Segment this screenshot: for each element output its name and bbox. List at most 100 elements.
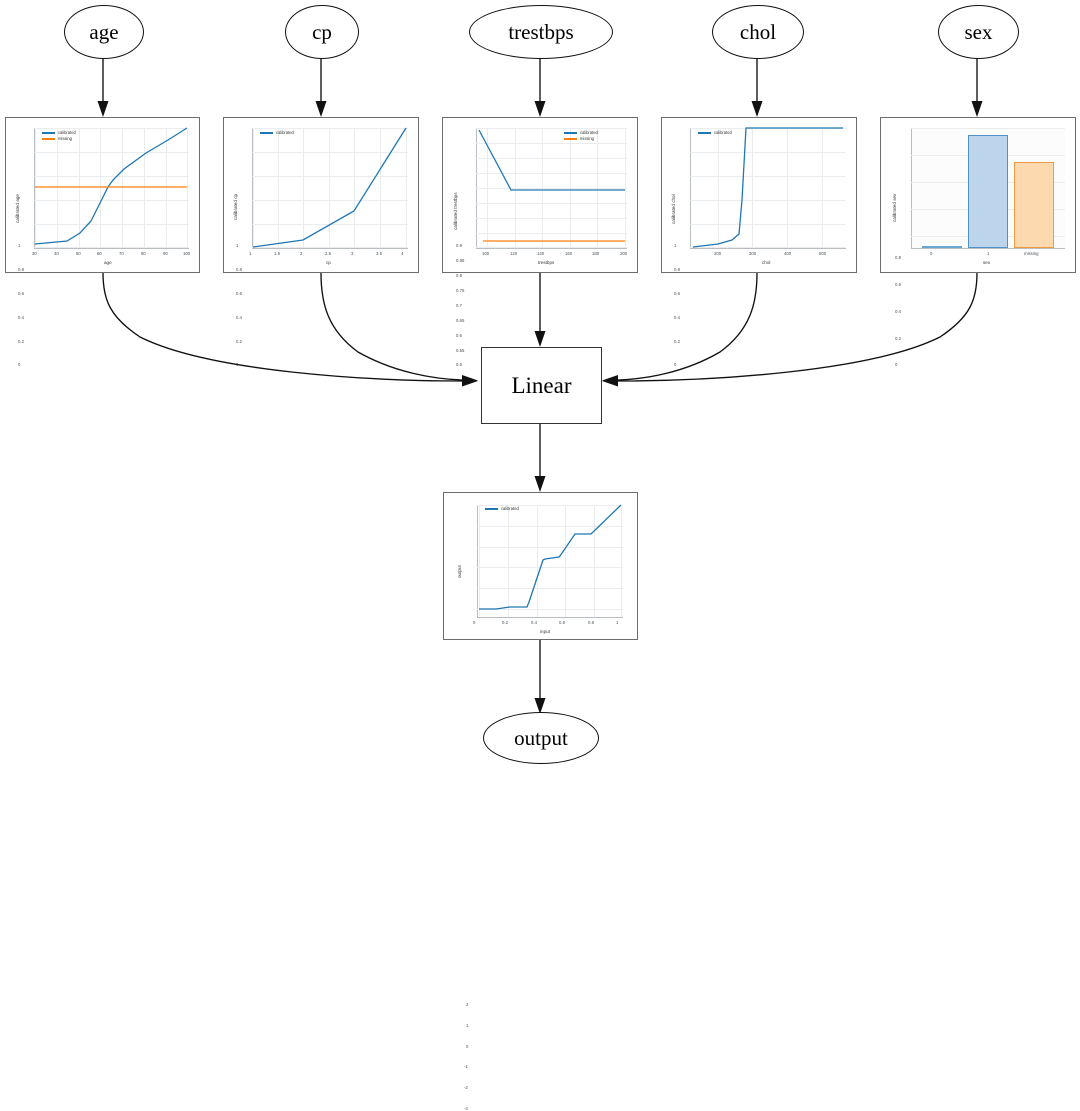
ytick-cp-3: 0.6	[236, 291, 242, 296]
legend-swatch-calibrated	[42, 132, 55, 135]
legend-swatch-calibrated	[485, 508, 498, 511]
ytick-sex-4: 0.8	[895, 255, 901, 260]
chart-chol-axes: calibrated	[690, 127, 846, 249]
xtick-trestbps-0: 100	[482, 251, 490, 256]
edge-age-chart-to-linear	[102, 272, 478, 387]
ylabel-sex: calibrated sex	[892, 193, 897, 222]
ylabel-trestbps: calibrated trestbps	[453, 192, 458, 230]
xtick-trestbps-1: 120	[510, 251, 518, 256]
chart-panel-sex[interactable]: 0.8 0.6 0.4 0.2 0 0 1 missing sex calibr…	[880, 117, 1076, 367]
ytick-cp-5: 1	[236, 243, 239, 248]
ytick-age-3: 0.6	[18, 291, 24, 296]
chart-chol-legend: calibrated	[698, 130, 732, 135]
xtick-cp-1: 1.5	[274, 251, 280, 256]
xtick-cp-4: 3	[351, 251, 354, 256]
ytick-sex-2: 0.4	[895, 309, 901, 314]
edge-chol-to-chart	[751, 57, 763, 117]
xtick-sex-2: missing	[1024, 251, 1039, 256]
ytick-output-4: 1	[466, 1023, 469, 1028]
chart-panel-output[interactable]: calibrated 2 1 0 -1 -2 -3 0 0.2 0.4 0.6 …	[443, 492, 638, 1111]
xtick-chol-0: 200	[714, 251, 722, 256]
chart-cp-legend: calibrated	[260, 130, 294, 135]
series-trestbps-calibrated	[478, 129, 625, 191]
legend-label-calibrated: calibrated	[501, 506, 519, 511]
xlabel-chol: chol	[762, 260, 771, 265]
legend-label-calibrated: calibrated	[714, 130, 732, 135]
series-age-calibrated	[34, 127, 188, 245]
xtick-sex-1: 1	[987, 251, 990, 256]
node-cp[interactable]: cp	[285, 5, 359, 59]
chart-trestbps-axes: calibrated missing	[476, 128, 627, 249]
legend-label-calibrated: calibrated	[276, 130, 294, 135]
chart-panel-cp[interactable]: calibrated 1 0.8 0.6 0.4 0.2 0 1 1.5 2 2…	[223, 117, 419, 367]
ytick-trestbps-1: 0.55	[456, 348, 465, 353]
chart-age-legend: calibrated missing	[42, 130, 76, 142]
node-cp-label: cp	[312, 19, 332, 44]
edge-cp-chart-to-linear	[320, 272, 478, 386]
legend-swatch-missing	[42, 138, 55, 141]
ytick-output-0: -3	[464, 1106, 468, 1111]
bar-sex-1	[968, 135, 1008, 248]
chart-output-axes: calibrated	[477, 504, 623, 618]
ytick-trestbps-4: 0.7	[456, 303, 462, 308]
xlabel-age: age	[104, 260, 112, 265]
ytick-trestbps-0: 0.5	[456, 362, 462, 367]
legend-label-missing: missing	[580, 136, 594, 142]
xtick-output-4: 0.8	[588, 620, 594, 625]
ytick-chol-0: 0	[674, 362, 677, 367]
xtick-cp-0: 1	[249, 251, 252, 256]
ytick-chol-1: 0.2	[674, 339, 680, 344]
xtick-age-7: 100	[183, 251, 191, 256]
ytick-output-5: 2	[466, 1002, 469, 1007]
node-output-label: output	[514, 725, 568, 750]
xtick-age-3: 60	[97, 251, 102, 256]
edge-sex-to-chart	[971, 57, 983, 117]
node-linear[interactable]: Linear	[481, 347, 602, 424]
chart-panel-age[interactable]: calibrated missing 1 0.8 0.6 0.4 0.2 0 3…	[5, 117, 200, 367]
node-chol[interactable]: chol	[712, 5, 804, 59]
chart-output-legend: calibrated	[485, 506, 519, 511]
ytick-sex-1: 0.2	[895, 336, 901, 341]
node-sex[interactable]: sex	[938, 5, 1019, 59]
xlabel-output: input	[540, 629, 550, 634]
ylabel-chol: calibrated chol	[671, 194, 676, 224]
xlabel-trestbps: trestbps	[538, 260, 555, 265]
xtick-age-1: 40	[54, 251, 59, 256]
ytick-trestbps-6: 0.8	[456, 273, 462, 278]
chart-panel-trestbps[interactable]: calibrated missing 0.9 0.85 0.8 0.75 0.7…	[442, 117, 638, 367]
xtick-output-1: 0.2	[502, 620, 508, 625]
legend-swatch-calibrated	[260, 132, 273, 135]
xtick-cp-6: 4	[401, 251, 404, 256]
node-age[interactable]: age	[64, 5, 144, 59]
ytick-age-1: 0.2	[18, 339, 24, 344]
xtick-output-2: 0.4	[531, 620, 537, 625]
legend-label-missing: missing	[58, 136, 72, 142]
ytick-trestbps-3: 0.65	[456, 318, 465, 323]
legend-swatch-missing	[564, 138, 577, 141]
ytick-sex-0: 0	[895, 362, 898, 367]
series-chol-calibrated	[692, 127, 843, 248]
ylabel-output: output	[457, 565, 462, 578]
edge-age-to-chart	[97, 57, 109, 117]
edge-chol-chart-to-linear	[602, 272, 758, 386]
ytick-age-4: 0.8	[18, 267, 24, 272]
xtick-age-4: 70	[119, 251, 124, 256]
node-trestbps[interactable]: trestbps	[469, 5, 613, 59]
ytick-output-2: -1	[464, 1064, 468, 1069]
ytick-trestbps-2: 0.6	[456, 333, 462, 338]
xtick-cp-3: 2.5	[325, 251, 331, 256]
chart-cp-axes: calibrated	[252, 127, 408, 249]
ytick-trestbps-5: 0.75	[456, 288, 465, 293]
node-age-label: age	[89, 19, 119, 44]
bar-sex-0	[922, 246, 962, 248]
edge-trestbps-chart-to-linear	[534, 273, 546, 347]
chart-panel-chol[interactable]: calibrated 1 0.8 0.6 0.4 0.2 0 200 300 4…	[661, 117, 857, 367]
diagram-canvas: age cp trestbps chol sex	[5, 5, 1076, 1111]
xtick-chol-3: 500	[819, 251, 827, 256]
legend-label-calibrated: calibrated	[58, 130, 76, 135]
xtick-trestbps-4: 180	[592, 251, 600, 256]
ytick-cp-4: 0.8	[236, 267, 242, 272]
node-output[interactable]: output	[483, 712, 599, 764]
xtick-output-3: 0.6	[559, 620, 565, 625]
ytick-cp-1: 0.2	[236, 339, 242, 344]
